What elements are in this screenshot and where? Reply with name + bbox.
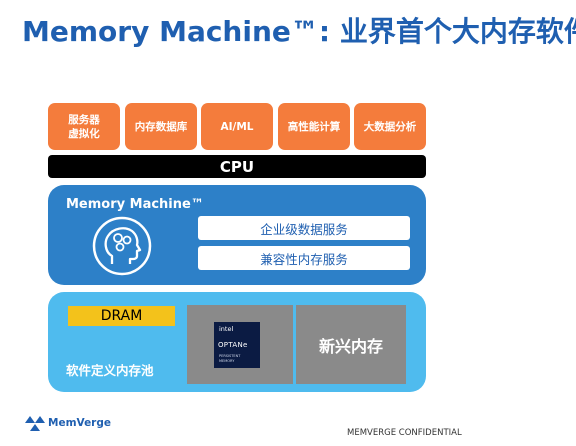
memory-pool-layer: DRAM 软件定义内存池 intel OPTANe PERSISTENT MEM… bbox=[48, 292, 426, 392]
memverge-logo-text: MemVerge bbox=[48, 417, 111, 429]
memory-machine-label: Memory Machine™ bbox=[66, 197, 204, 212]
cpu-bar: CPU bbox=[48, 155, 426, 178]
workload-row: 服务器 虚拟化 内存数据库 AI/ML 高性能计算 大数据分析 bbox=[48, 103, 426, 150]
memverge-logo: MemVerge bbox=[24, 414, 111, 438]
workload-big-data: 大数据分析 bbox=[354, 103, 426, 150]
emerging-memory-card: 新兴内存 bbox=[296, 305, 406, 384]
slide-title: Memory Machine™: 业界首个大内存软件 bbox=[22, 15, 576, 48]
intel-optane-logo: intel OPTANe PERSISTENT MEMORY bbox=[214, 322, 260, 368]
compatible-memory-services: 兼容性内存服务 bbox=[198, 246, 410, 270]
workload-ai-ml: AI/ML bbox=[201, 103, 273, 150]
memory-pool-label: 软件定义内存池 bbox=[66, 363, 154, 378]
workload-in-memory-db: 内存数据库 bbox=[125, 103, 197, 150]
emerging-memory-label: 新兴内存 bbox=[318, 336, 383, 356]
optane-tagline-2: MEMORY bbox=[219, 359, 235, 363]
head-gears-icon bbox=[92, 216, 152, 276]
optane-tagline-1: PERSISTENT bbox=[219, 354, 241, 358]
memory-machine-layer: Memory Machine™ 企业级数据服务 兼容性内存服务 bbox=[48, 185, 426, 285]
dram-label: DRAM bbox=[68, 306, 175, 326]
intel-brand-text: intel bbox=[219, 325, 234, 333]
confidential-notice: MEMVERGE CONFIDENTIAL bbox=[347, 428, 462, 438]
optane-card: intel OPTANe PERSISTENT MEMORY bbox=[187, 305, 293, 384]
workload-virtualization: 服务器 虚拟化 bbox=[48, 103, 120, 150]
memverge-logo-icon bbox=[25, 416, 45, 431]
optane-product-text: OPTANe bbox=[218, 341, 248, 349]
enterprise-data-services: 企业级数据服务 bbox=[198, 216, 410, 240]
workload-hpc: 高性能计算 bbox=[278, 103, 350, 150]
